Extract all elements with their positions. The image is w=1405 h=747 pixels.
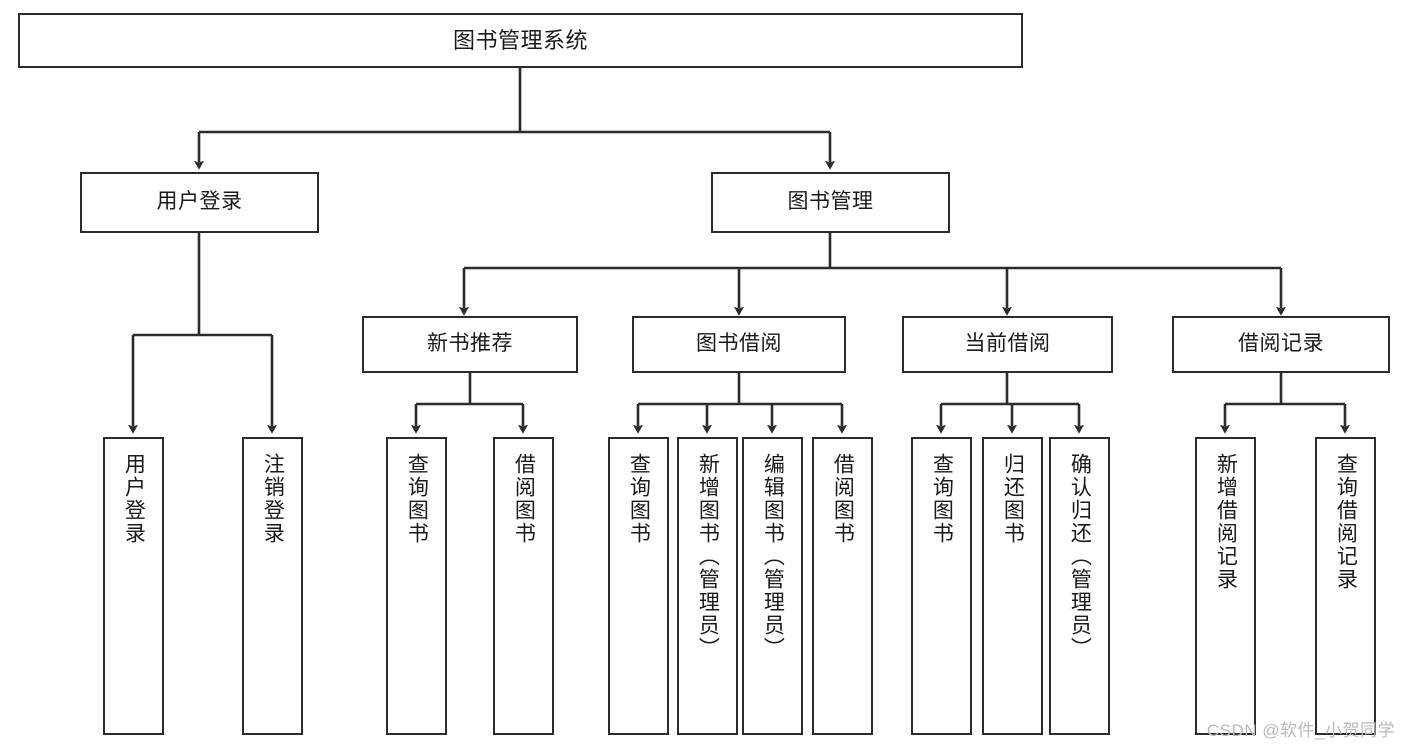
leaf-borrow-book-2-label: 借阅图书 bbox=[831, 453, 855, 545]
node-book-manage[interactable]: 图书管理 bbox=[711, 172, 950, 233]
leaf-add-book[interactable]: 新增图书（管理员） bbox=[677, 437, 738, 735]
leaf-borrow-book-2[interactable]: 借阅图书 bbox=[812, 437, 873, 735]
leaf-user-logout[interactable]: 注销登录 bbox=[242, 437, 303, 735]
node-book-manage-label: 图书管理 bbox=[787, 190, 874, 214]
leaf-add-book-label: 新增图书（管理员） bbox=[696, 453, 720, 660]
node-user-login[interactable]: 用户登录 bbox=[80, 172, 319, 233]
node-root[interactable]: 图书管理系统 bbox=[18, 13, 1023, 68]
node-root-label: 图书管理系统 bbox=[452, 27, 588, 53]
leaf-return-book[interactable]: 归还图书 bbox=[982, 437, 1043, 735]
leaf-user-login-label: 用户登录 bbox=[122, 453, 146, 545]
node-borrow-record[interactable]: 借阅记录 bbox=[1172, 316, 1390, 373]
node-current-borrow-label: 当前借阅 bbox=[964, 332, 1051, 356]
leaf-query-record-label: 查询借阅记录 bbox=[1334, 453, 1358, 591]
leaf-add-record[interactable]: 新增借阅记录 bbox=[1195, 437, 1256, 735]
leaf-edit-book[interactable]: 编辑图书（管理员） bbox=[742, 437, 803, 735]
node-new-book-recommend[interactable]: 新书推荐 bbox=[362, 316, 578, 373]
node-book-borrow-label: 图书借阅 bbox=[696, 332, 782, 356]
node-book-borrow[interactable]: 图书借阅 bbox=[632, 316, 846, 373]
leaf-confirm-return-label: 确认归还（管理员） bbox=[1068, 453, 1092, 660]
leaf-query-book-1[interactable]: 查询图书 bbox=[386, 437, 447, 735]
leaf-query-book-2-label: 查询图书 bbox=[627, 453, 651, 545]
node-borrow-record-label: 借阅记录 bbox=[1238, 332, 1324, 356]
leaf-borrow-book-1-label: 借阅图书 bbox=[512, 453, 536, 545]
leaf-return-book-label: 归还图书 bbox=[1001, 453, 1025, 545]
leaf-user-login[interactable]: 用户登录 bbox=[103, 437, 164, 735]
watermark: CSDN @软件_小贺同学 bbox=[1206, 721, 1395, 740]
leaf-query-record[interactable]: 查询借阅记录 bbox=[1315, 437, 1376, 735]
leaf-query-book-3-label: 查询图书 bbox=[930, 453, 954, 545]
node-new-book-recommend-label: 新书推荐 bbox=[427, 332, 513, 356]
leaf-query-book-1-label: 查询图书 bbox=[405, 453, 429, 545]
node-user-login-label: 用户登录 bbox=[156, 190, 243, 214]
leaf-borrow-book-1[interactable]: 借阅图书 bbox=[493, 437, 554, 735]
leaf-query-book-3[interactable]: 查询图书 bbox=[911, 437, 972, 735]
leaf-add-record-label: 新增借阅记录 bbox=[1214, 453, 1238, 591]
leaf-edit-book-label: 编辑图书（管理员） bbox=[761, 453, 785, 660]
node-current-borrow[interactable]: 当前借阅 bbox=[902, 316, 1113, 373]
leaf-query-book-2[interactable]: 查询图书 bbox=[608, 437, 669, 735]
leaf-user-logout-label: 注销登录 bbox=[261, 453, 285, 545]
leaf-confirm-return[interactable]: 确认归还（管理员） bbox=[1049, 437, 1110, 735]
